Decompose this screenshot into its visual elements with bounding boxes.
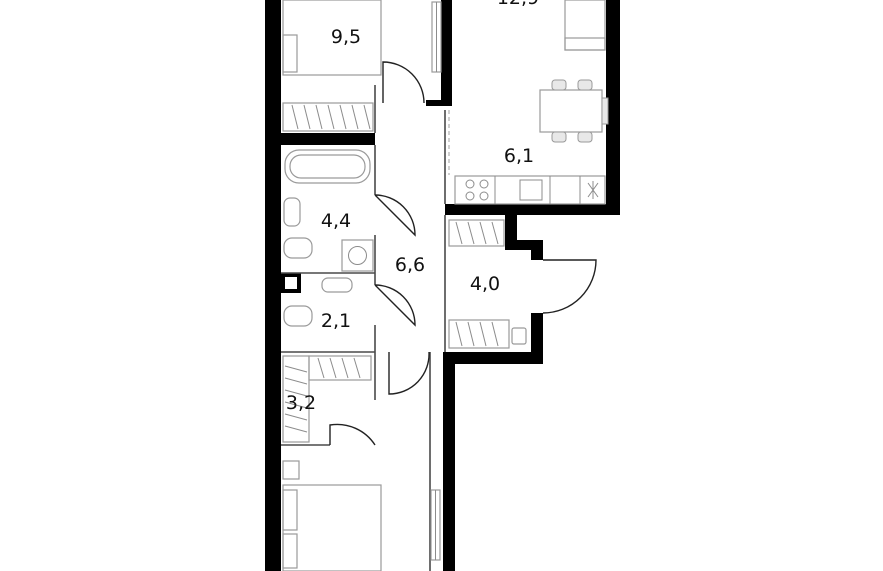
shaft-void bbox=[285, 277, 297, 289]
wardrobe-top-hangers bbox=[291, 104, 371, 130]
vestibule-wardrobe-bottom-hangers bbox=[455, 321, 499, 347]
toilet-bowl bbox=[283, 305, 313, 327]
partitions bbox=[281, 85, 450, 571]
door-wardrobe bbox=[329, 423, 376, 446]
bed-bottom-pillow-2 bbox=[282, 533, 298, 569]
chair-2 bbox=[577, 79, 593, 91]
washer bbox=[341, 239, 374, 272]
walkin-top-hangers bbox=[317, 357, 361, 379]
wall-mid-top bbox=[441, 0, 452, 106]
area-label-living-room: 12,9 bbox=[497, 0, 539, 9]
bath-sink bbox=[283, 197, 301, 227]
toilet-sink bbox=[321, 277, 353, 293]
windows bbox=[430, 1, 442, 561]
stove-burner-1 bbox=[465, 179, 475, 189]
walkin-shelf-top bbox=[308, 355, 372, 381]
area-labels: 9,5 12,9 6,1 4,4 6,6 4,0 2,1 3,2 bbox=[286, 0, 539, 414]
area-label-wardrobe: 3,2 bbox=[286, 392, 316, 414]
nightstand bbox=[282, 460, 300, 480]
walkin-shelf-left bbox=[282, 355, 310, 443]
door-toilet bbox=[374, 284, 416, 327]
chair-1 bbox=[551, 79, 567, 91]
walkin-left-hangers bbox=[284, 365, 308, 433]
furniture bbox=[282, 0, 609, 571]
chair-4 bbox=[577, 131, 593, 143]
kitchen-sink bbox=[519, 179, 543, 201]
door-bedroom bbox=[382, 61, 425, 104]
sofa bbox=[564, 0, 606, 51]
bed-bottom bbox=[282, 484, 382, 571]
vestibule-wardrobe-top-hangers bbox=[455, 221, 499, 245]
vestibule-cabinet bbox=[511, 327, 527, 345]
wall-east-bottom bbox=[443, 352, 455, 571]
fridge-symbol bbox=[587, 181, 599, 199]
door-entrance bbox=[542, 259, 597, 314]
doors bbox=[329, 61, 597, 446]
kitchen-counter bbox=[454, 175, 606, 205]
wall-west bbox=[265, 0, 281, 571]
chair-5 bbox=[601, 97, 609, 125]
bed-top-pillow bbox=[282, 34, 298, 73]
chair-3 bbox=[551, 131, 567, 143]
stove-burner-2 bbox=[479, 179, 489, 189]
area-label-hallway: 6,6 bbox=[395, 254, 425, 276]
bath-toilet bbox=[283, 237, 313, 259]
washer-drum bbox=[348, 246, 367, 265]
stove-burner-4 bbox=[479, 191, 489, 201]
wall-vestibule-east bbox=[531, 313, 543, 363]
wall-notch-b bbox=[505, 240, 543, 250]
wall-kitchen-bottom bbox=[445, 204, 620, 215]
wall-notch-c bbox=[531, 240, 543, 260]
area-label-bathroom: 4,4 bbox=[321, 210, 351, 232]
wall-door-jamb bbox=[426, 100, 452, 106]
wardrobe-top bbox=[282, 102, 374, 132]
door-bathroom bbox=[374, 194, 416, 237]
area-label-bedroom-top: 9,5 bbox=[331, 26, 361, 48]
walls bbox=[265, 0, 620, 571]
area-label-kitchen: 6,1 bbox=[504, 145, 534, 167]
stove-burner-3 bbox=[465, 191, 475, 201]
wall-bedroom-bottom bbox=[281, 133, 375, 145]
bathtub-inner bbox=[289, 154, 366, 179]
wall-notch-a bbox=[505, 204, 517, 248]
bathtub bbox=[284, 149, 371, 184]
area-label-toilet: 2,1 bbox=[321, 310, 351, 332]
wall-east-top bbox=[606, 0, 620, 215]
door-bedroom2 bbox=[388, 351, 430, 395]
wall-vestibule-bottom bbox=[443, 352, 543, 364]
area-label-vestibule: 4,0 bbox=[470, 273, 500, 295]
dining-table bbox=[539, 89, 603, 133]
bed-bottom-pillow-1 bbox=[282, 489, 298, 531]
vestibule-wardrobe-bottom bbox=[448, 319, 510, 349]
vestibule-wardrobe-top bbox=[448, 219, 505, 247]
sofa-seat bbox=[564, 37, 606, 51]
